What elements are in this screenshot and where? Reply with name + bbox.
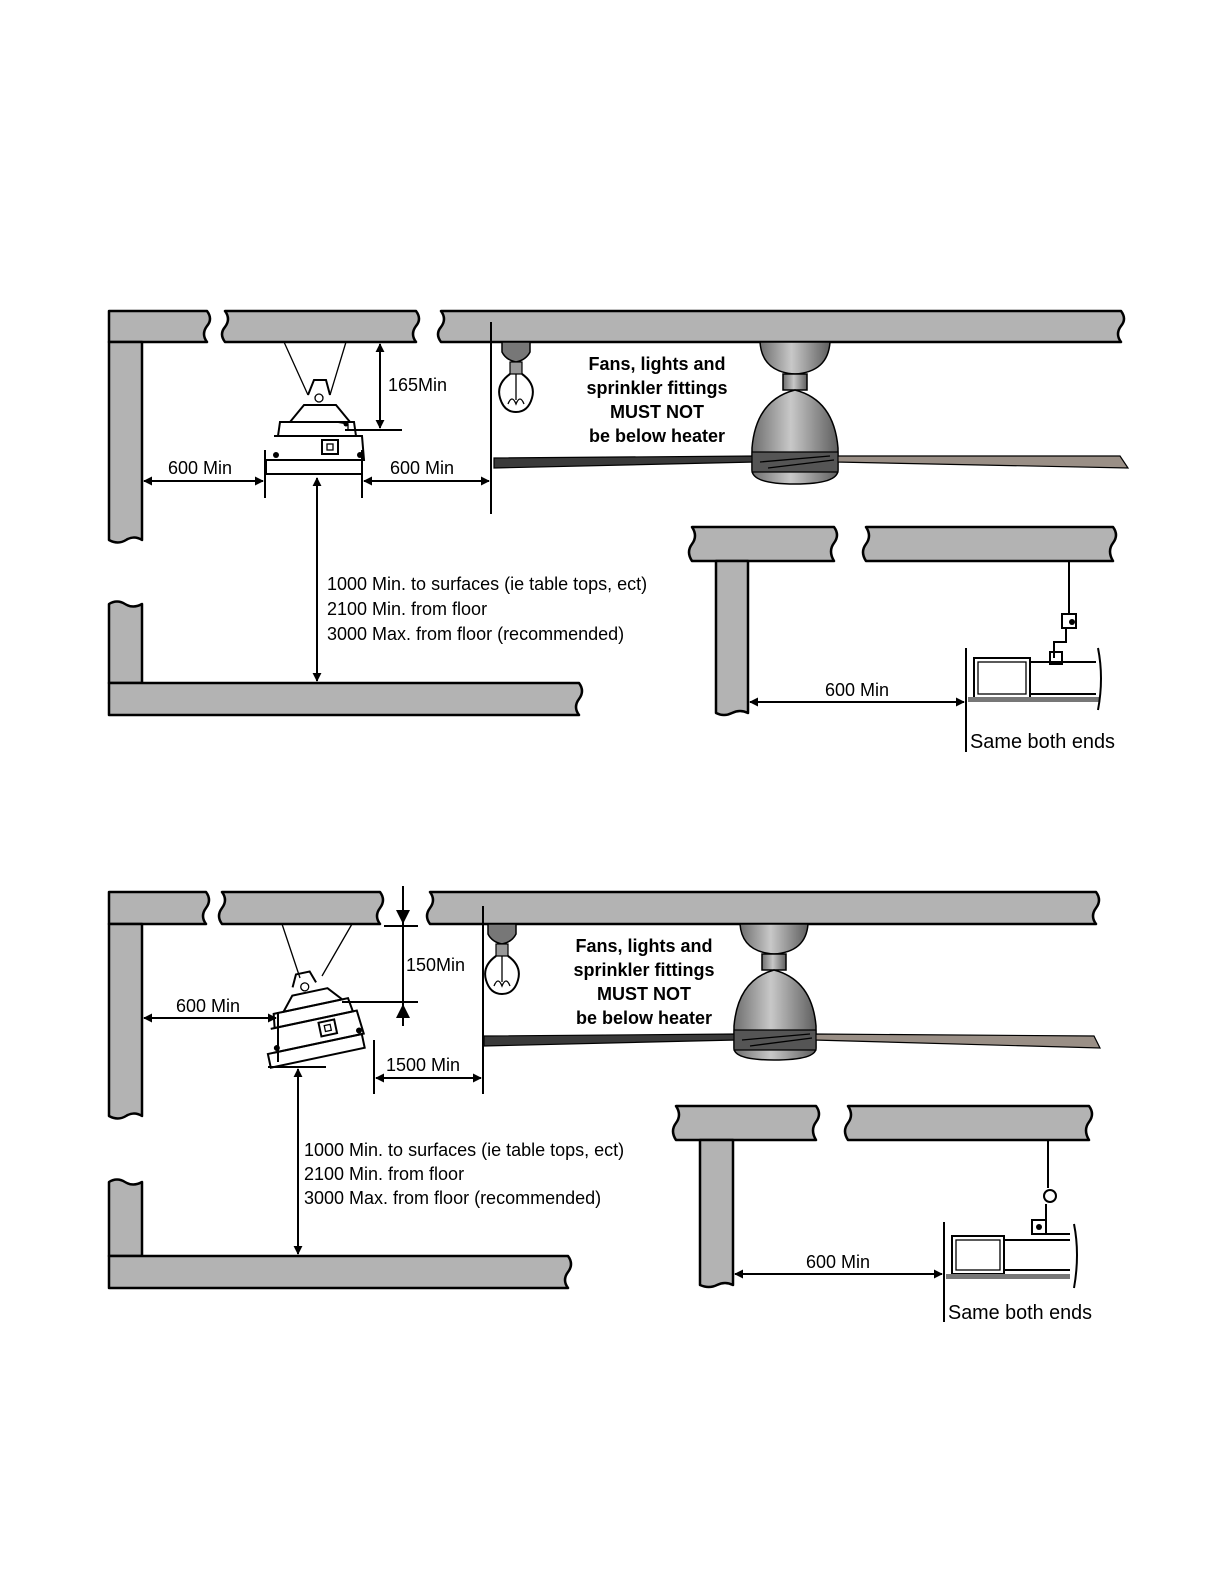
ceiling-fan-icon (493, 341, 1130, 485)
left-wall (107, 340, 144, 544)
end-detail-wall (714, 559, 750, 717)
end-clearance-label: 600 Min (825, 680, 889, 700)
side-clearance-left-label: 600 Min (176, 996, 240, 1016)
upper-clearance-label: 150Min (406, 955, 465, 975)
left-wall (107, 922, 144, 1120)
upper-clearance-dimension: 165Min (345, 343, 447, 431)
vertical-note-1: 1000 Min. to surfaces (ie table tops, ec… (304, 1140, 624, 1160)
warning-line-3: MUST NOT (597, 984, 691, 1004)
side-clearance-right-label: 1500 Min (386, 1055, 460, 1075)
ceiling-segment (425, 890, 1101, 926)
ceiling-segment (107, 890, 211, 926)
side-clearance-left-label: 600 Min (168, 458, 232, 478)
warning-line-2: sprinkler fittings (573, 960, 714, 980)
light-bulb-icon (484, 923, 520, 996)
floor-clearance-dimension: 1000 Min. to surfaces (ie table tops, ec… (312, 477, 647, 682)
floor (107, 681, 584, 717)
end-note-label: Same both ends (948, 1302, 1092, 1324)
end-clearance-label: 600 Min (806, 1252, 870, 1272)
heater-tilted-view (266, 923, 366, 1069)
warning-line-4: be below heater (576, 1008, 712, 1028)
floor-clearance-dimension: 1000 Min. to surfaces (ie table tops, ec… (293, 1068, 624, 1255)
upper-clearance-label: 165Min (388, 375, 447, 395)
end-detail-ceiling (861, 525, 1118, 563)
floor (107, 1254, 573, 1290)
warning-line-1: Fans, lights and (588, 354, 725, 374)
warning-line-4: be below heater (589, 426, 725, 446)
diagram-bottom: 150Min 600 Min 1500 Min 1000 Min. to sur… (107, 886, 1101, 1324)
ceiling-segment (217, 890, 385, 926)
warning-note: Fans, lights and sprinkler fittings MUST… (586, 354, 727, 446)
light-bulb-icon (498, 341, 534, 414)
end-detail: 600 Min Same both ends (671, 1104, 1094, 1324)
side-clearance-right-label: 600 Min (390, 458, 454, 478)
end-detail-ceiling (687, 525, 839, 563)
warning-line-2: sprinkler fittings (586, 378, 727, 398)
warning-line-3: MUST NOT (610, 402, 704, 422)
side-clearance-dimensions: 600 Min 600 Min (143, 322, 492, 514)
warning-line-1: Fans, lights and (575, 936, 712, 956)
diagram-top: 165Min 600 Min 600 Min 1000 Min. to surf… (107, 309, 1130, 753)
end-detail-ceiling (671, 1104, 821, 1142)
heater-front-view (265, 341, 366, 475)
vertical-note-2: 2100 Min. from floor (327, 599, 487, 619)
vertical-note-3: 3000 Max. from floor (recommended) (327, 624, 624, 644)
vertical-note-1: 1000 Min. to surfaces (ie table tops, ec… (327, 574, 647, 594)
vertical-note-2: 2100 Min. from floor (304, 1164, 464, 1184)
upper-clearance-dimension: 150Min (342, 886, 465, 1026)
end-note-label: Same both ends (970, 731, 1115, 753)
side-clearance-dimensions: 600 Min 1500 Min (143, 906, 484, 1094)
end-detail: 600 Min Same both ends (687, 525, 1118, 753)
left-wall-lower (107, 1178, 144, 1258)
end-detail-ceiling (843, 1104, 1094, 1142)
left-wall-lower (107, 600, 144, 685)
ceiling-segment (220, 309, 421, 344)
ceiling-segment (107, 309, 212, 344)
warning-note: Fans, lights and sprinkler fittings MUST… (573, 936, 714, 1028)
ceiling-segment (436, 309, 1126, 344)
ceiling-fan-icon (483, 923, 1101, 1061)
vertical-note-3: 3000 Max. from floor (recommended) (304, 1188, 601, 1208)
end-detail-wall (698, 1138, 735, 1289)
